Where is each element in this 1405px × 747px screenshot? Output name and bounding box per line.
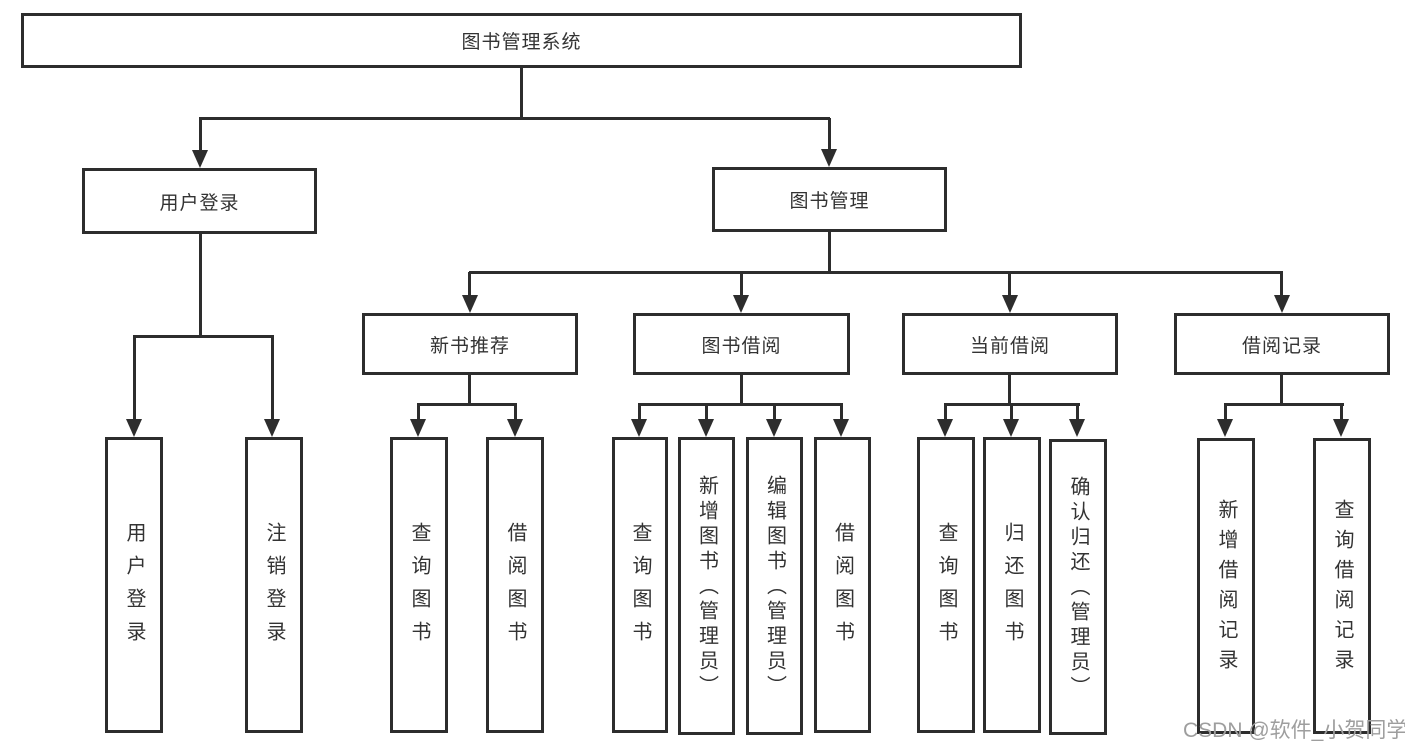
node-label: 借阅图书 <box>504 522 526 654</box>
connector-line <box>199 117 830 120</box>
node-label: 图书管理 <box>789 191 870 212</box>
connector-line <box>1076 404 1079 419</box>
arrow-down-icon <box>766 419 782 437</box>
arrow-down-icon <box>192 150 208 168</box>
arrow-down-icon <box>698 419 714 437</box>
connector-line <box>514 404 517 419</box>
connector-line <box>1280 272 1283 295</box>
node-bb-query-books: 查询图书 <box>612 437 668 733</box>
node-label: 新增借阅记录 <box>1215 499 1237 679</box>
connector-line <box>944 404 947 419</box>
connector-line <box>133 335 274 338</box>
node-cb-return-books: 归还图书 <box>983 437 1041 733</box>
node-label: 查询图书 <box>408 522 430 654</box>
node-current-borrowing: 当前借阅 <box>902 313 1118 375</box>
arrow-down-icon <box>507 419 523 437</box>
node-logout-action: 注销登录 <box>245 437 303 733</box>
connector-line <box>468 272 471 295</box>
arrow-down-icon <box>937 419 953 437</box>
connector-line <box>520 66 523 119</box>
node-label: 查询图书 <box>629 522 651 654</box>
node-label: 用户登录 <box>123 522 145 654</box>
connector-line <box>199 233 202 337</box>
node-bb-edit-books-admin: 编辑图书（管理员） <box>746 437 803 735</box>
connector-line <box>1224 403 1344 406</box>
node-label: 借阅图书 <box>831 522 854 654</box>
connector-line <box>840 404 843 419</box>
connector-line <box>1280 375 1283 406</box>
connector-line <box>773 404 776 419</box>
arrow-down-icon <box>733 295 749 313</box>
node-cb-confirm-return-admin: 确认归还（管理员） <box>1049 439 1107 735</box>
node-label: 当前借阅 <box>969 335 1050 357</box>
node-label: 查询图书 <box>935 522 957 654</box>
node-label: 编辑图书（管理员） <box>763 474 786 700</box>
node-book-management: 图书管理 <box>712 167 947 232</box>
arrow-down-icon <box>462 295 478 313</box>
arrow-down-icon <box>821 149 837 167</box>
connector-line <box>199 118 202 152</box>
node-new-book-recommendation: 新书推荐 <box>362 313 578 375</box>
connector-line <box>1008 272 1011 295</box>
arrow-down-icon <box>1217 419 1233 437</box>
node-cb-query-books: 查询图书 <box>917 437 975 733</box>
node-label: 注销登录 <box>263 522 285 654</box>
connector-line <box>1340 404 1343 419</box>
connector-line <box>468 375 471 406</box>
node-library-management-system: 图书管理系统 <box>21 13 1022 68</box>
arrow-down-icon <box>410 419 426 437</box>
arrow-down-icon <box>631 419 647 437</box>
node-label: 图书管理系统 <box>461 32 582 53</box>
arrow-down-icon <box>264 419 280 437</box>
connector-line <box>1008 375 1011 406</box>
node-nb-query-books: 查询图书 <box>390 437 448 733</box>
node-label: 新书推荐 <box>429 335 510 357</box>
node-book-borrowing: 图书借阅 <box>633 313 850 375</box>
connector-line <box>133 336 136 419</box>
connector-line <box>740 375 743 406</box>
connector-line <box>740 272 743 295</box>
node-nb-borrow-books: 借阅图书 <box>486 437 544 733</box>
node-label: 确认归还（管理员） <box>1067 475 1089 701</box>
node-user-login: 用户登录 <box>82 168 317 234</box>
node-label: 用户登录 <box>159 192 240 214</box>
node-bb-borrow-books: 借阅图书 <box>814 437 871 733</box>
connector-line <box>469 271 1283 274</box>
connector-line <box>417 404 420 419</box>
connector-line <box>1010 404 1013 419</box>
arrow-down-icon <box>126 419 142 437</box>
node-label: 新增图书（管理员） <box>695 474 718 700</box>
connector-line <box>638 403 843 406</box>
csdn-watermark: CSDN @软件_小贺同学 <box>1183 719 1405 742</box>
arrow-down-icon <box>1333 419 1349 437</box>
connector-line <box>417 403 517 406</box>
node-borrowing-records: 借阅记录 <box>1174 313 1390 375</box>
node-br-query-record: 查询借阅记录 <box>1313 438 1371 734</box>
connector-line <box>271 336 274 419</box>
connector-line <box>1224 404 1227 419</box>
arrow-down-icon <box>1003 419 1019 437</box>
node-label: 借阅记录 <box>1241 335 1322 357</box>
connector-line <box>705 404 708 419</box>
connector-line <box>828 232 831 274</box>
node-label: 归还图书 <box>1001 522 1023 654</box>
node-label: 图书借阅 <box>701 335 782 357</box>
connector-line <box>828 118 831 151</box>
node-bb-add-books-admin: 新增图书（管理员） <box>678 437 735 735</box>
node-user-login-action: 用户登录 <box>105 437 163 733</box>
node-br-add-record: 新增借阅记录 <box>1197 438 1255 734</box>
node-label: 查询借阅记录 <box>1331 499 1353 679</box>
arrow-down-icon <box>1069 419 1085 437</box>
arrow-down-icon <box>1274 295 1290 313</box>
arrow-down-icon <box>1002 295 1018 313</box>
arrow-down-icon <box>833 419 849 437</box>
connector-line <box>638 404 641 419</box>
